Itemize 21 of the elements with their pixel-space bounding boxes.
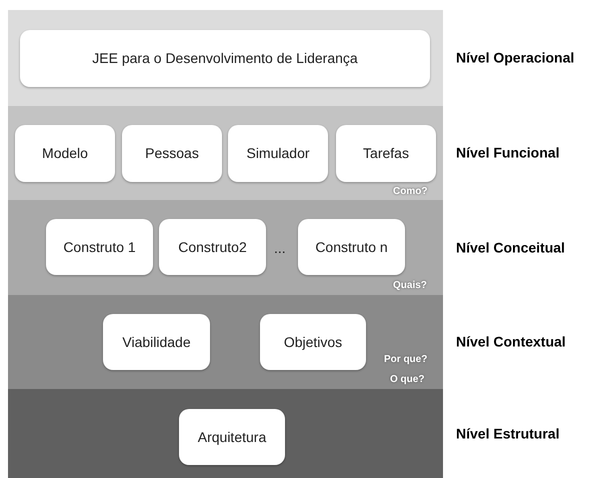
rounded-box: Arquitetura: [179, 409, 285, 465]
question-label: O que?: [390, 373, 424, 387]
rounded-box: Viabilidade: [103, 314, 210, 370]
ellipsis-label: ...: [274, 239, 286, 258]
rounded-box: Modelo: [15, 125, 115, 182]
level-label: Nível Contextual: [456, 332, 566, 352]
level-label: Nível Operacional: [456, 48, 574, 68]
rounded-box: Simulador: [228, 125, 328, 182]
rounded-box: Construto n: [298, 219, 405, 275]
level-label: Nível Conceitual: [456, 238, 565, 257]
rounded-box: Tarefas: [336, 125, 436, 182]
level-label: Nível Funcional: [456, 144, 560, 162]
question-label: Quais?: [393, 279, 427, 293]
rounded-box: Construto2: [159, 219, 266, 275]
rounded-box: Construto 1: [46, 219, 153, 275]
rounded-box: Objetivos: [260, 314, 366, 370]
question-label: Por que?: [384, 353, 428, 367]
rounded-box: Pessoas: [122, 125, 222, 182]
question-label: Como?: [393, 185, 428, 199]
rounded-box: JEE para o Desenvolvimento de Liderança: [20, 30, 430, 87]
level-label: Nível Estrutural: [456, 424, 560, 443]
